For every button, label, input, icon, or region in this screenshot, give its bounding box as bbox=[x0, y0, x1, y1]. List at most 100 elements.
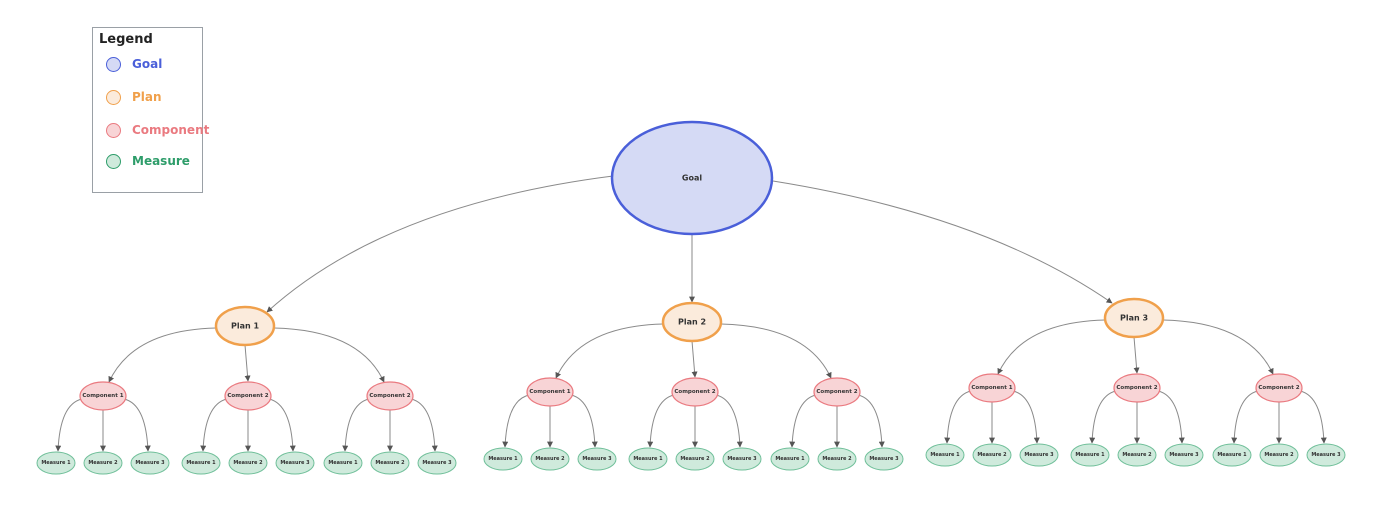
plan-label: Plan 1 bbox=[231, 322, 259, 331]
measure-label: Measure 2 bbox=[822, 456, 852, 462]
measure-node bbox=[228, 451, 268, 475]
measure-label: Measure 1 bbox=[186, 460, 216, 466]
measure-label: Measure 1 bbox=[775, 456, 805, 462]
edge-component-measure bbox=[123, 398, 151, 452]
legend-item-plan: Plan bbox=[106, 87, 162, 107]
measure-label: Measure 1 bbox=[930, 452, 960, 458]
goal-swatch-icon bbox=[106, 56, 121, 72]
measure-node bbox=[1306, 443, 1346, 467]
edge-component-measure bbox=[268, 398, 296, 452]
measure-node bbox=[925, 443, 965, 467]
measure-node bbox=[675, 447, 715, 471]
goal-node bbox=[610, 120, 774, 236]
measure-node bbox=[628, 447, 668, 471]
measure-label: Measure 2 bbox=[1264, 452, 1294, 458]
measure-node bbox=[83, 451, 123, 475]
edge-goal-plan bbox=[266, 175, 614, 313]
measure-label: Measure 2 bbox=[375, 460, 405, 466]
component-label: Component 2 bbox=[227, 393, 268, 399]
edge-component-measure bbox=[1231, 390, 1259, 444]
edge-plan-component bbox=[244, 344, 251, 382]
component-node bbox=[526, 377, 574, 407]
component-label: Component 2 bbox=[369, 393, 410, 399]
plan-node bbox=[214, 305, 276, 347]
edge-component-measure bbox=[410, 398, 438, 452]
measure-label: Measure 2 bbox=[680, 456, 710, 462]
measure-node bbox=[1019, 443, 1059, 467]
edge-plan-component bbox=[997, 319, 1106, 375]
measure-label: Measure 2 bbox=[1122, 452, 1152, 458]
legend-label-goal: Goal bbox=[132, 57, 163, 71]
measure-label: Measure 1 bbox=[1075, 452, 1105, 458]
component-node bbox=[1113, 373, 1161, 403]
measure-node bbox=[1117, 443, 1157, 467]
measure-node bbox=[181, 451, 221, 475]
component-swatch-icon bbox=[106, 122, 121, 138]
measure-label: Measure 1 bbox=[328, 460, 358, 466]
component-node bbox=[671, 377, 719, 407]
edge-component-measure bbox=[789, 394, 817, 448]
edge-component-measure bbox=[715, 394, 743, 448]
legend-label-component: Component bbox=[132, 123, 210, 137]
goal-label: Goal bbox=[682, 174, 702, 183]
measure-label: Measure 3 bbox=[135, 460, 165, 466]
measure-label: Measure 3 bbox=[582, 456, 612, 462]
measure-label: Measure 3 bbox=[1311, 452, 1341, 458]
edge-component-measure bbox=[1012, 390, 1040, 444]
measure-node bbox=[530, 447, 570, 471]
component-node bbox=[224, 381, 272, 411]
measure-label: Measure 3 bbox=[1169, 452, 1199, 458]
edge-plan-component bbox=[691, 340, 698, 378]
measure-node bbox=[817, 447, 857, 471]
measure-node bbox=[370, 451, 410, 475]
measure-node bbox=[577, 447, 617, 471]
component-node bbox=[79, 381, 127, 411]
measure-node bbox=[36, 451, 76, 475]
component-label: Component 2 bbox=[674, 389, 715, 395]
measure-label: Measure 1 bbox=[488, 456, 518, 462]
measure-node bbox=[864, 447, 904, 471]
measure-node bbox=[1070, 443, 1110, 467]
measure-label: Measure 3 bbox=[280, 460, 310, 466]
legend-item-component: Component bbox=[106, 120, 209, 140]
plan-label: Plan 3 bbox=[1120, 314, 1148, 323]
plan-node bbox=[1103, 297, 1165, 339]
component-node bbox=[366, 381, 414, 411]
measure-node bbox=[770, 447, 810, 471]
measure-label: Measure 1 bbox=[1217, 452, 1247, 458]
measure-swatch-icon bbox=[106, 153, 121, 169]
edge-component-measure bbox=[1089, 390, 1117, 444]
component-node bbox=[1255, 373, 1303, 403]
measure-label: Measure 1 bbox=[41, 460, 71, 466]
edge-component-measure bbox=[502, 394, 530, 448]
edge-component-measure bbox=[1299, 390, 1327, 444]
legend-item-measure: Measure bbox=[106, 151, 190, 171]
measure-node bbox=[1164, 443, 1204, 467]
legend-label-measure: Measure bbox=[132, 154, 190, 168]
component-node bbox=[968, 373, 1016, 403]
measure-node bbox=[130, 451, 170, 475]
legend-label-plan: Plan bbox=[132, 90, 162, 104]
plan-swatch-icon bbox=[106, 89, 121, 105]
edge-component-measure bbox=[55, 398, 83, 452]
legend-panel: Legend Goal Plan Component Measure bbox=[92, 27, 209, 193]
edge-plan-component bbox=[1162, 319, 1274, 375]
measure-node bbox=[972, 443, 1012, 467]
measure-node bbox=[1259, 443, 1299, 467]
edge-plan-component bbox=[1133, 336, 1140, 374]
measure-node bbox=[275, 451, 315, 475]
measure-node bbox=[483, 447, 523, 471]
measure-label: Measure 2 bbox=[977, 452, 1007, 458]
edge-goal-plan bbox=[772, 180, 1113, 304]
edge-plan-component bbox=[720, 323, 832, 379]
measure-label: Measure 1 bbox=[633, 456, 663, 462]
edge-plan-component bbox=[273, 327, 385, 383]
edge-component-measure bbox=[342, 398, 370, 452]
edge-component-measure bbox=[857, 394, 885, 448]
measure-node bbox=[417, 451, 457, 475]
nodes-layer: Measure 1 Measure 2 Measure 3 Component 1 Me… bbox=[36, 120, 1346, 475]
measure-label: Measure 3 bbox=[422, 460, 452, 466]
component-label: Component 1 bbox=[529, 389, 570, 395]
edge-component-measure bbox=[200, 398, 228, 452]
